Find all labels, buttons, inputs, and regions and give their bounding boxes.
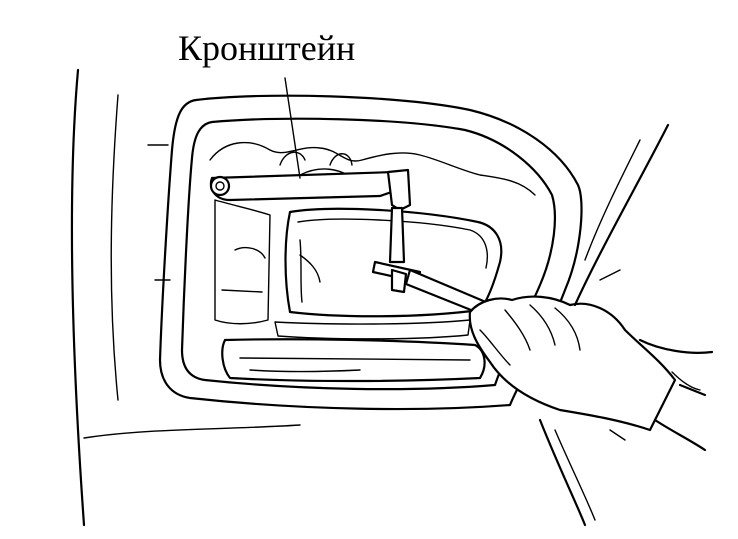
opening-outer-frame bbox=[158, 94, 583, 411]
under-pan-bracket bbox=[274, 319, 471, 340]
body-left-contour bbox=[70, 68, 86, 527]
bracket-left-bolt bbox=[209, 175, 231, 197]
floor-line bbox=[83, 424, 301, 439]
bracket-clamp bbox=[386, 168, 412, 212]
upper-components bbox=[209, 141, 536, 196]
support-screw bbox=[388, 206, 406, 264]
sleeve-fold bbox=[671, 371, 701, 391]
left-block bbox=[214, 199, 271, 325]
bracket-bar bbox=[209, 170, 405, 202]
bracket-left-bolt-inner bbox=[215, 181, 225, 191]
body-right-contour bbox=[538, 123, 670, 527]
lower-crossmember bbox=[221, 338, 486, 383]
bracket-callout-label: Кронштейн bbox=[178, 28, 356, 68]
oil-pan-lip bbox=[297, 218, 488, 303]
left-block-detail bbox=[221, 246, 266, 293]
callout-leader bbox=[284, 77, 301, 179]
body-right-inner-contour bbox=[554, 139, 641, 521]
lower-crossmember-detail bbox=[239, 357, 471, 373]
opening-inner-frame bbox=[180, 117, 556, 391]
oil-pan-rib bbox=[299, 254, 321, 283]
body-left-inner-contour bbox=[110, 94, 119, 401]
sleeve bbox=[638, 338, 714, 452]
body-right-dash bbox=[599, 269, 626, 441]
body-left-dash bbox=[147, 144, 171, 281]
hand-fingers bbox=[479, 304, 581, 366]
t-handle-grip bbox=[390, 268, 408, 294]
hand bbox=[468, 295, 677, 432]
